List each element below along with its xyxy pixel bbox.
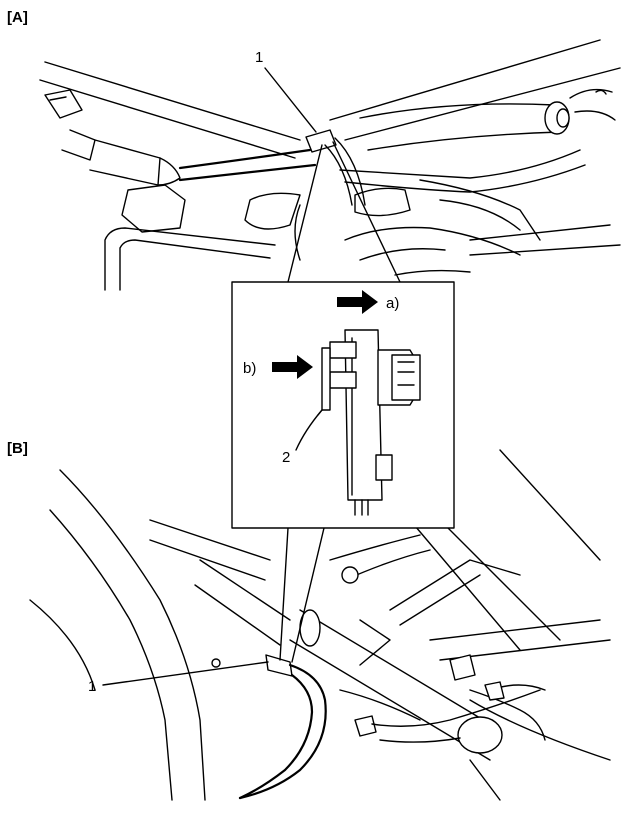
section-label-b: [B]	[7, 440, 28, 457]
section-label-a: [A]	[7, 9, 28, 26]
callout-clamp-top: 1	[255, 49, 263, 66]
leader-clamp-bottom	[102, 661, 269, 686]
leader-clamp-top	[264, 67, 317, 133]
lower-illustration	[29, 449, 611, 801]
arrow-direction-b	[272, 355, 313, 379]
label-direction-a: a)	[386, 295, 399, 312]
callout-tab: 2	[282, 449, 290, 466]
arrow-direction-a	[337, 290, 378, 314]
label-direction-b: b)	[243, 360, 256, 377]
zoom-lines	[279, 141, 401, 663]
callout-clamp-bottom: 1	[88, 678, 96, 695]
detail-inset	[231, 281, 455, 529]
upper-illustration	[39, 39, 621, 291]
